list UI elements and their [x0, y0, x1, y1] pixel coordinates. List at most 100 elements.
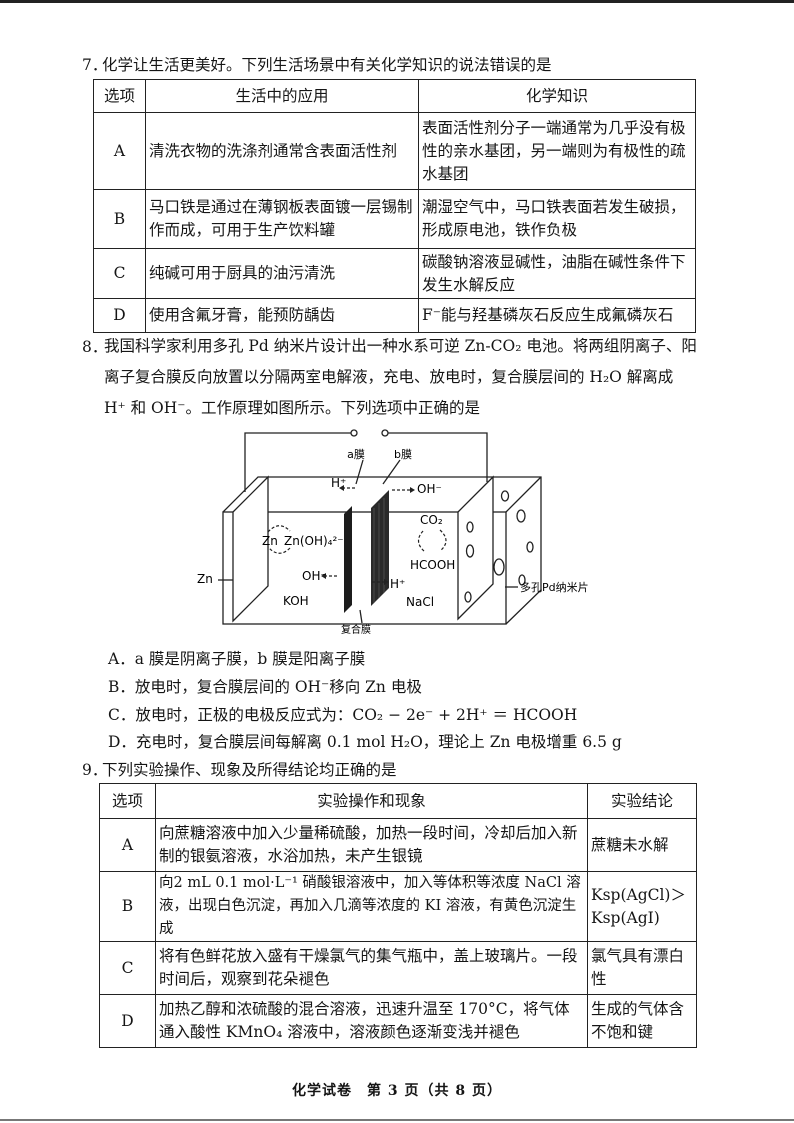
tank-front: [222, 511, 507, 625]
q7-row-application: 清洗衣物的洗涤剂通常含表面活性剂: [145, 112, 419, 190]
pd-pore: [466, 521, 474, 533]
q8-number-line: 8．: [82, 336, 108, 358]
q7-number: 7．: [82, 56, 108, 74]
q9-row-operation: 加热乙醇和浓硫酸的混合溶液，迅速升温至 170°C，将气体通入酸性 KMnO₄ …: [155, 994, 588, 1048]
nacl-label: NaCl: [406, 595, 434, 609]
pd-pore: [526, 541, 534, 553]
q7-stem: 7．化学让生活更美好。下列生活场景中有关化学知识的说法错误的是: [82, 54, 552, 76]
zn-cycle-arrow-top: [267, 525, 291, 533]
q7-row-knowledge: F⁻能与羟基磷灰石反应生成氟磷灰石: [418, 298, 696, 333]
q8-option-d: D．充电时，复合膜层间每解离 0.1 mol H₂O，理论上 Zn 电极增重 6…: [108, 733, 622, 751]
q7-row-application: 使用含氟牙膏，能预防龋齿: [145, 298, 419, 333]
q8-stem-line: H⁺ 和 OH⁻。工作原理如图所示。下列选项中正确的是: [104, 399, 480, 417]
oh-minus-bottom-label: OH⁻: [302, 569, 327, 583]
battery-diagram: a膜 b膜 H⁺ OH⁻ Zn Zn(OH)₄²⁻ CO₂ HCOOH Zn O…: [197, 429, 589, 636]
wire-right: [388, 432, 488, 482]
q9-row-key: A: [99, 818, 156, 872]
table-row: B 马口铁是通过在薄钢板表面镀一层锡制作而成，可用于生产饮料罐 潮湿空气中，马口…: [93, 189, 696, 249]
q8-stem-line: 离子复合膜反向放置以分隔两室电解液，充电、放电时，复合膜层间的 H₂O 解离成: [104, 368, 674, 386]
q7-row-knowledge: 表面活性剂分子一端通常为几乎没有极性的亲水基团，另一端则为有极性的疏水基团: [418, 112, 696, 190]
arrowhead: [384, 579, 389, 585]
q7-header-application: 生活中的应用: [145, 79, 419, 113]
q9-table: 选项 实验操作和现象 实验结论 A 向蔗糖溶液中加入少量稀硫酸，加热一段时间，冷…: [99, 783, 697, 1048]
q9-row-operation: 向2 mL 0.1 mol·L⁻¹ 硝酸银溶液中，加入等体积等浓度 NaCl 溶…: [155, 871, 588, 942]
pd-pore: [464, 591, 472, 603]
q8-option-c: C．放电时，正极的电极反应式为：CO₂ − 2e⁻ + 2H⁺ ＝ HCOOH: [108, 706, 578, 724]
pd-pore: [516, 509, 526, 523]
arrowhead: [321, 573, 326, 579]
zn-cycle-arrow-bottom: [267, 546, 291, 554]
wire-left: [244, 432, 351, 492]
co2-cycle-arrow: [439, 529, 447, 552]
q8-stem: 我国科学家利用多孔 Pd 纳米片设计出一种水系可逆 Zn-CO₂ 电池。将两组阴…: [104, 331, 704, 424]
q7-row-knowledge: 潮湿空气中，马口铁表面若发生破损，形成原电池，铁作负极: [418, 189, 696, 249]
q8-stem-line: 我国科学家利用多孔 Pd 纳米片设计出一种水系可逆 Zn-CO₂ 电池。将两组阴…: [104, 337, 697, 355]
co2-cycle-arrow-back: [417, 529, 425, 552]
q7-row-key: A: [93, 112, 146, 190]
hcooh-label: HCOOH: [410, 558, 455, 572]
q7-table: 选项 生活中的应用 化学知识 A 清洗衣物的洗涤剂通常含表面活性剂 表面活性剂分…: [93, 79, 696, 333]
table-row: A 清洗衣物的洗涤剂通常含表面活性剂 表面活性剂分子一端通常为几乎没有极性的亲水…: [93, 112, 696, 190]
zn-electrode-label: Zn: [197, 572, 213, 586]
q7-row-application: 马口铁是通过在薄钢板表面镀一层锡制作而成，可用于生产饮料罐: [145, 189, 419, 249]
q9-number: 9．: [82, 761, 108, 779]
composite-leader: [359, 609, 363, 624]
q7-row-application: 纯碱可用于厨具的油污清洗: [145, 248, 419, 299]
q9-header-conclusion: 实验结论: [587, 783, 697, 819]
table-row: C 纯碱可用于厨具的油污清洗 碳酸钠溶液显碱性，油脂在碱性条件下发生水解反应: [93, 248, 696, 299]
h-plus-top-label: H⁺: [331, 476, 346, 490]
arrowhead: [339, 485, 344, 491]
oh-minus-top-label: OH⁻: [417, 482, 442, 496]
q8-number: 8．: [82, 338, 108, 356]
zincate-label: Zn(OH)₄²⁻: [284, 534, 344, 548]
pd-nanosheet-label: 多孔Pd纳米片: [520, 580, 589, 594]
membrane-a-label: a膜: [347, 448, 365, 461]
h-plus-bottom-label: H⁺: [390, 577, 405, 591]
pd-pore: [465, 544, 475, 558]
table-row: D 加热乙醇和浓硫酸的混合溶液，迅速升温至 170°C，将气体通入酸性 KMnO…: [99, 994, 697, 1048]
top-border: [0, 0, 794, 3]
q7-row-key: D: [93, 298, 146, 333]
table-row: A 向蔗糖溶液中加入少量稀硫酸，加热一段时间，冷却后加入新制的银氨溶液，水浴加热…: [99, 818, 697, 872]
q7-row-key: B: [93, 189, 146, 249]
q9-row-key: C: [99, 941, 156, 995]
q9-row-conclusion: 蔗糖未水解: [587, 818, 697, 872]
zn-cycle-label: Zn: [262, 534, 278, 548]
q9-stem: 9．下列实验操作、现象及所得结论均正确的是: [82, 759, 397, 781]
q9-row-key: B: [99, 871, 156, 942]
q7-header-option: 选项: [93, 79, 146, 113]
pd-pore: [493, 558, 505, 576]
q7-header-knowledge: 化学知识: [418, 79, 696, 113]
q9-stem-text: 下列实验操作、现象及所得结论均正确的是: [102, 761, 397, 779]
q9-row-conclusion: 氯气具有漂白性: [587, 941, 697, 995]
table-row: C 将有色鲜花放入盛有干燥氯气的集气瓶中，盖上玻璃片。一段时间后，观察到花朵褪色…: [99, 941, 697, 995]
table-row: B 向2 mL 0.1 mol·L⁻¹ 硝酸银溶液中，加入等体积等浓度 NaCl…: [99, 871, 697, 942]
q7-stem-text: 化学让生活更美好。下列生活场景中有关化学知识的说法错误的是: [102, 56, 552, 74]
q8-option-b: B．放电时，复合膜层间的 OH⁻移向 Zn 电极: [108, 678, 422, 696]
composite-membrane-label: 复合膜: [341, 623, 371, 636]
koh-label: KOH: [283, 594, 309, 608]
bottom-border: [0, 1119, 794, 1121]
pd-pore: [518, 574, 526, 586]
membrane-a-leader: [355, 459, 364, 485]
arrowhead: [410, 487, 415, 493]
page-footer: 化学试卷 第 3 页（共 8 页）: [292, 1083, 502, 1099]
pd-electrode: [457, 475, 494, 621]
q9-row-key: D: [99, 994, 156, 1048]
table-row: D 使用含氟牙膏，能预防龋齿 F⁻能与羟基磷灰石反应生成氟磷灰石: [93, 298, 696, 333]
q9-row-operation: 向蔗糖溶液中加入少量稀硫酸，加热一段时间，冷却后加入新制的银氨溶液，水浴加热，未…: [155, 818, 588, 872]
q9-header-option: 选项: [99, 783, 156, 819]
q7-row-key: C: [93, 248, 146, 299]
pd-pore: [500, 490, 510, 502]
q8-option-a: A．a 膜是阴离子膜，b 膜是阳离子膜: [108, 650, 366, 668]
q9-row-conclusion: Ksp(AgCl)＞Ksp(AgI): [587, 871, 697, 942]
zn-electrode: [232, 475, 269, 623]
q9-row-operation: 将有色鲜花放入盛有干燥氯气的集气瓶中，盖上玻璃片。一段时间后，观察到花朵褪色: [155, 941, 588, 995]
membrane-a: [344, 506, 352, 613]
membrane-b: [371, 490, 389, 606]
q9-row-conclusion: 生成的气体含不饱和键: [587, 994, 697, 1048]
membrane-b-leader: [382, 459, 401, 485]
membrane-b-label: b膜: [394, 448, 412, 461]
terminal-left: [350, 429, 358, 437]
tank-edge: [505, 476, 542, 513]
